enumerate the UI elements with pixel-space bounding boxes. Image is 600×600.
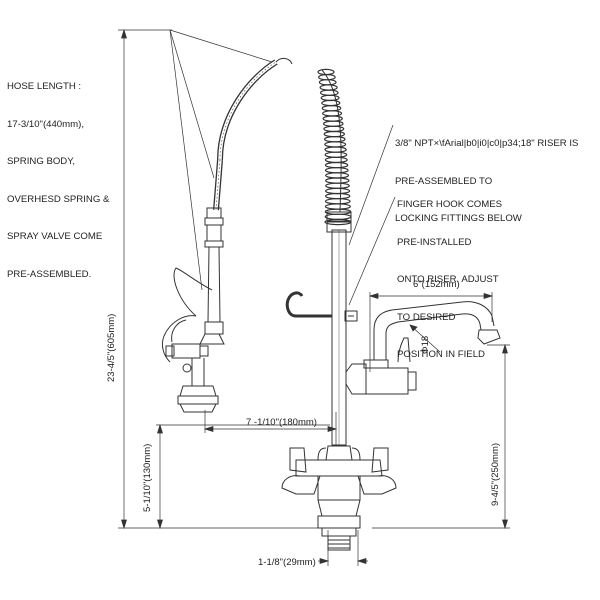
spring-coil xyxy=(325,187,351,195)
riser-note-line: LOCKING FITTINGS BELOW xyxy=(395,213,522,224)
note-leaders xyxy=(169,29,396,306)
riser-note-line: 3/8" NPT×\fArial|b0|i0|c0|p34;18" RISER … xyxy=(395,138,579,149)
spout-height-label: 9-4/5"(250mm) xyxy=(490,443,501,506)
total-height-label: 23-4/5"(605mm) xyxy=(106,314,117,382)
spring-coil xyxy=(324,141,347,148)
spring-coil xyxy=(324,218,352,226)
finger-hook-note: FINGER HOOK COMES PRE-INSTALLED ONTO RIS… xyxy=(397,174,502,374)
faucet-body xyxy=(281,445,397,551)
spring-coil xyxy=(325,192,351,200)
dimension-lines xyxy=(118,28,510,566)
hose-note-line: HOSE LENGTH : xyxy=(7,81,82,92)
finger-hook-note-line: POSITION IN FIELD xyxy=(397,349,485,360)
spring-coil xyxy=(324,203,351,210)
hose xyxy=(213,57,293,211)
finger-hook xyxy=(285,291,358,322)
spring-coil xyxy=(323,125,345,133)
finger-hook-note-line: FINGER HOOK COMES xyxy=(397,199,503,210)
spring-coil xyxy=(324,156,348,164)
spring-coils xyxy=(317,68,352,226)
spring-coil xyxy=(324,198,351,205)
spray-valve xyxy=(161,207,225,413)
hose-note-line: SPRING BODY, xyxy=(7,156,76,167)
spring-coil xyxy=(324,167,349,174)
spout-length-label: 6"(152mm) xyxy=(413,279,460,290)
spring-coil xyxy=(319,89,339,96)
spring-coil xyxy=(324,213,352,220)
overhead-spring xyxy=(321,69,342,213)
hose-note-line: OVERHESD SPRING & xyxy=(7,193,110,205)
spring-coil xyxy=(318,79,337,86)
hose-note-line: PRE-ASSEMBLED. xyxy=(7,268,92,280)
inlet-width-label: 1-1/8"(29mm) xyxy=(258,557,316,568)
spring-coil xyxy=(319,84,338,91)
spring-coil xyxy=(325,177,350,184)
spring-coil xyxy=(321,99,341,107)
spring-coil xyxy=(324,161,349,169)
finger-hook-note-line: TO DESIRED xyxy=(397,311,456,323)
riser-assembly xyxy=(326,211,352,446)
hose-note: HOSE LENGTH : 17-3/10"(440mm), SPRING BO… xyxy=(7,56,109,294)
base-height-label: 5-1/10"(130mm) xyxy=(142,444,153,512)
spout-diameter-label: Φ18 xyxy=(420,336,431,354)
hose-note-line: SPRAY VALVE COME xyxy=(7,231,103,242)
hose-note-line: 17-3/10"(440mm), xyxy=(7,118,84,130)
spring-coil xyxy=(325,182,350,189)
spring-coil xyxy=(323,135,346,143)
spring-coil xyxy=(324,151,348,158)
finger-hook-note-line: ONTO RISER. ADJUST xyxy=(397,274,499,285)
dimension-labels: 23-4/5"(605mm) 5-1/10"(130mm) 9-4/5"(250… xyxy=(106,279,501,568)
finger-hook-note-line: PRE-INSTALLED xyxy=(397,236,472,248)
riser-note-line: PRE-ASSEMBLED TO xyxy=(395,175,493,187)
riser-note: 3/8" NPT×\fArial|b0|i0|c0|p34;18" RISER … xyxy=(395,113,578,238)
spring-coil xyxy=(325,172,350,179)
spring-coil xyxy=(320,94,340,102)
spring-coil xyxy=(323,130,345,138)
side-spout xyxy=(345,301,501,395)
spring-coil xyxy=(324,146,347,153)
spring-coil xyxy=(317,68,335,76)
arm-offset-label: 7 -1/10"(180mm) xyxy=(246,417,317,428)
